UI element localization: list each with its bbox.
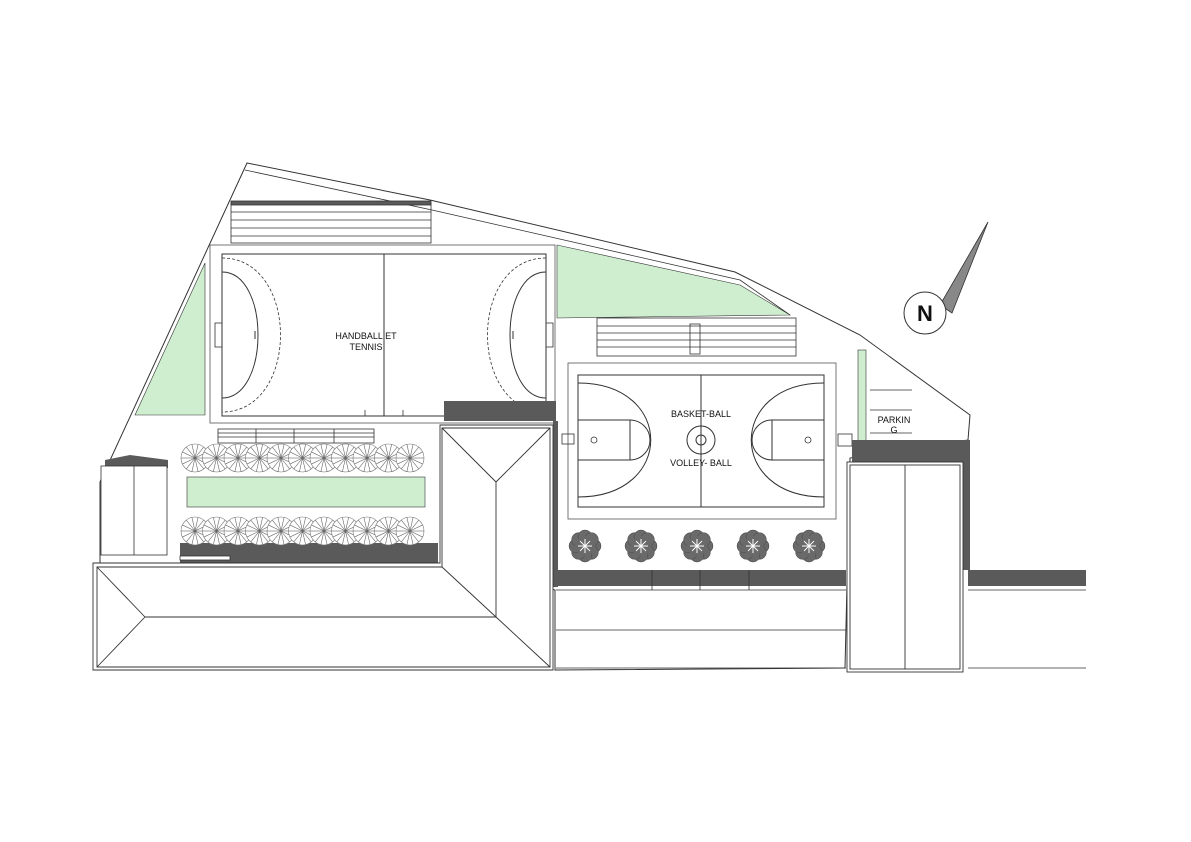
flower-planter-icon xyxy=(736,529,770,563)
tree-icon xyxy=(374,516,403,546)
tree-icon xyxy=(374,443,403,473)
tree-icon xyxy=(352,516,382,546)
tree-icon xyxy=(180,516,210,546)
flower-planter-icon xyxy=(680,529,714,563)
green-strip-central xyxy=(186,476,426,508)
basket-label: BASKET-BALL xyxy=(671,409,731,419)
building-main-roof xyxy=(92,424,554,671)
building-east xyxy=(846,461,964,673)
tree-icon xyxy=(288,443,317,473)
handball-label-line1: HANDBALL ET xyxy=(335,331,397,341)
walls xyxy=(105,401,1086,587)
bench-row-handball xyxy=(217,428,375,444)
tree-icon xyxy=(202,443,231,473)
tree-icon xyxy=(395,516,425,546)
tree-icon xyxy=(352,443,382,473)
tree-row-top xyxy=(180,443,425,473)
bleachers-basket xyxy=(596,317,797,357)
handball-court: HANDBALL ET TENNIS xyxy=(209,244,556,424)
bleachers-north xyxy=(230,200,432,244)
flower-planter-icon xyxy=(568,529,602,563)
flower-planter-row xyxy=(568,529,826,563)
parking-label-line2: G xyxy=(890,425,897,435)
tree-icon xyxy=(395,443,425,473)
bench-small xyxy=(179,555,231,561)
green-area-north xyxy=(556,244,792,319)
flower-planter-icon xyxy=(792,529,826,563)
building-west-small xyxy=(100,465,168,556)
north-arrow-icon: N xyxy=(903,221,989,335)
green-area-west xyxy=(134,262,206,416)
tree-icon xyxy=(266,443,296,473)
site-boundary-inner xyxy=(244,169,791,316)
north-label: N xyxy=(917,301,933,326)
tree-icon xyxy=(266,516,296,546)
tree-icon xyxy=(202,516,231,546)
tree-icon xyxy=(180,443,210,473)
parking-label-line1: PARKIN xyxy=(878,415,911,425)
tree-icon xyxy=(309,516,339,546)
volley-label: VOLLEY- BALL xyxy=(670,458,732,468)
tree-icon xyxy=(331,516,360,546)
tree-icon xyxy=(223,516,253,546)
basket-court: BASKET-BALL VOLLEY- BALL xyxy=(561,362,853,520)
handball-label-line2: TENNIS xyxy=(349,342,382,352)
south-strip xyxy=(556,570,1086,669)
tree-row-bottom xyxy=(180,516,425,546)
flower-planter-icon xyxy=(624,529,658,563)
tree-icon xyxy=(245,443,274,473)
